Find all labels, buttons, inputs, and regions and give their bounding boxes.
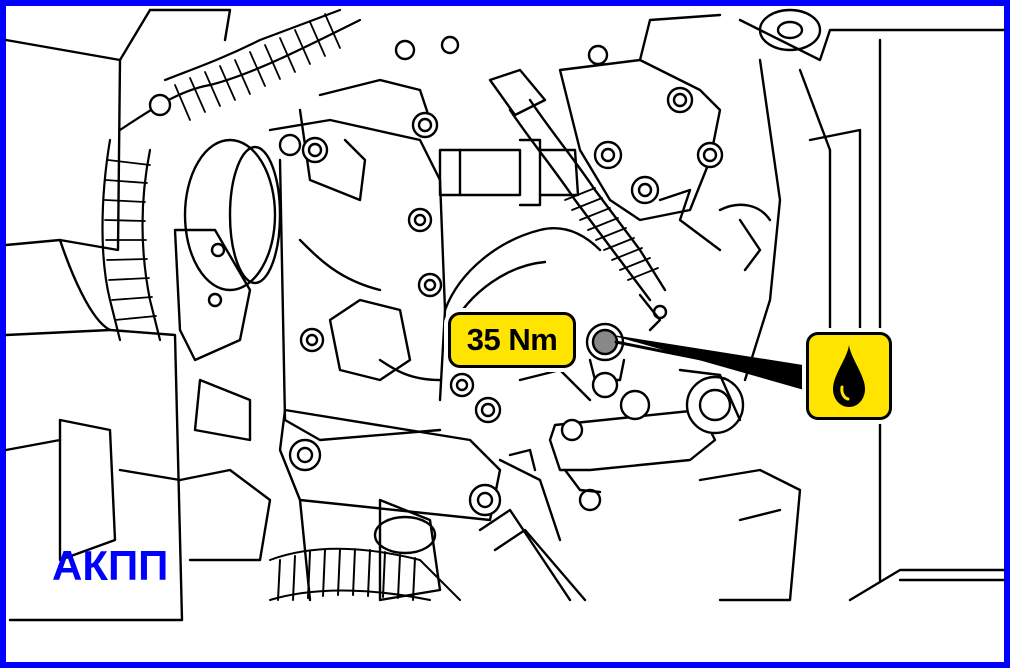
- shift-cable: [488, 68, 668, 332]
- bottom-hose: [269, 547, 461, 601]
- oil-drop-icon: [806, 332, 892, 420]
- pump-housing: [173, 138, 282, 442]
- torque-callout: 35 Nm: [448, 312, 576, 368]
- oil-drop-icon-graphic: [833, 345, 865, 407]
- left-lower-box: [8, 328, 184, 622]
- right-structure: [718, 8, 1006, 582]
- central-pipe: [438, 138, 602, 332]
- transmission-type-label: АКПП: [52, 542, 169, 589]
- corrugated-hose: [101, 8, 362, 342]
- torque-label: 35 Nm: [466, 322, 558, 357]
- lower-hose: [478, 448, 587, 602]
- mount-plate: [558, 13, 724, 252]
- casting-bolts: [148, 35, 502, 424]
- left-panel: [4, 38, 122, 252]
- lower-bracket: [278, 408, 502, 602]
- left-ridge: [4, 238, 112, 337]
- shift-linkage: [518, 368, 745, 512]
- drain-plug: [585, 322, 626, 399]
- lower-right-parts: [118, 468, 1006, 602]
